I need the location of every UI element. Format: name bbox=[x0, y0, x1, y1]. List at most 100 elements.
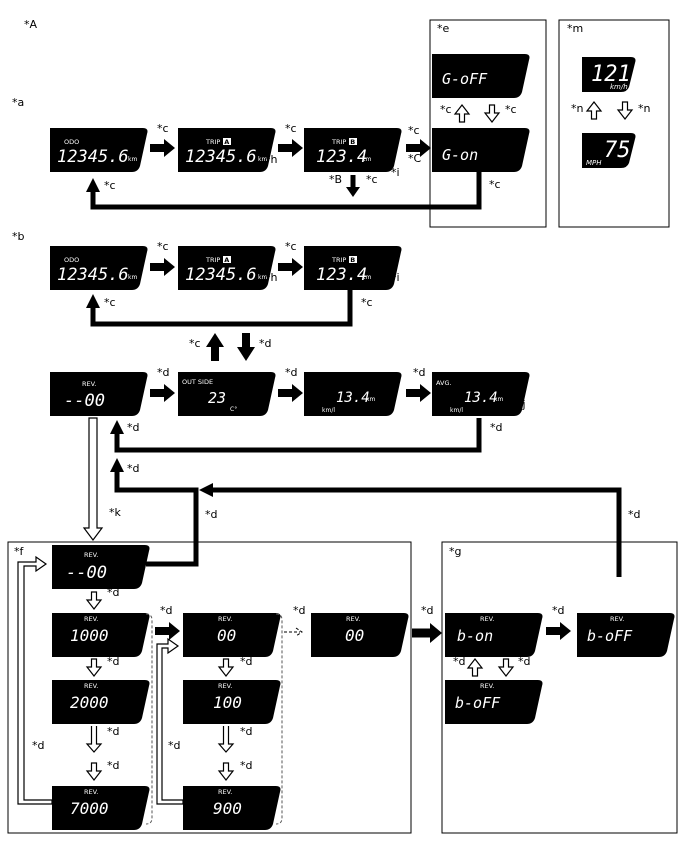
label-b: *b bbox=[12, 230, 25, 243]
loop-f-return-head bbox=[110, 458, 124, 472]
label-n: *n bbox=[571, 102, 584, 115]
label-c: *c bbox=[489, 178, 501, 191]
svg-text:7000: 7000 bbox=[70, 799, 109, 818]
svg-text:2000: 2000 bbox=[70, 693, 109, 712]
label-A: *A bbox=[24, 18, 38, 31]
label-l: *l bbox=[130, 638, 139, 651]
svg-text:REV.: REV. bbox=[346, 615, 360, 623]
label-l: *l bbox=[526, 705, 535, 718]
svg-text:G-on: G-on bbox=[442, 146, 478, 164]
svg-text:121: 121 bbox=[591, 62, 631, 87]
svg-text:1000: 1000 bbox=[70, 626, 109, 645]
loop-a bbox=[90, 170, 482, 210]
svg-text:b-oFF: b-oFF bbox=[587, 627, 633, 645]
label-d: *d bbox=[628, 508, 640, 521]
svg-text:km/l: km/l bbox=[322, 407, 335, 414]
svg-text:km: km bbox=[494, 396, 503, 403]
svg-text:REV.: REV. bbox=[82, 380, 96, 388]
svg-text:ODO: ODO bbox=[64, 256, 79, 264]
svg-text:km: km bbox=[258, 156, 267, 163]
arrow-f1 bbox=[86, 591, 102, 610]
arrow-b2 bbox=[278, 258, 303, 276]
lcd-f-00-final: REV. 00 bbox=[311, 613, 409, 657]
svg-text:12345.6: 12345.6 bbox=[185, 265, 257, 285]
svg-text:REV.: REV. bbox=[218, 788, 232, 796]
arrow-f-dashed bbox=[284, 627, 303, 637]
loop-a-head bbox=[86, 178, 100, 192]
label-c: *c bbox=[361, 296, 373, 309]
label-i: *i bbox=[391, 271, 400, 284]
arrow-g1 bbox=[546, 622, 571, 640]
label-d: *d bbox=[285, 366, 297, 379]
svg-text:ODO: ODO bbox=[64, 138, 79, 146]
loop-b-head bbox=[86, 294, 100, 308]
svg-text:REV.: REV. bbox=[610, 615, 624, 623]
arrow-m-up bbox=[586, 101, 602, 120]
lcd-speed-mph: 75 MPH bbox=[582, 133, 636, 168]
svg-text:REV.: REV. bbox=[218, 615, 232, 623]
arrow-f3-dotted bbox=[85, 726, 103, 753]
lcd-g-b-off-main: REV. b-oFF bbox=[577, 613, 675, 657]
label-d: *d bbox=[259, 337, 271, 350]
label-d: *d bbox=[240, 759, 252, 772]
label-l: *l bbox=[262, 812, 271, 825]
arrow-rev-to-f bbox=[82, 417, 104, 541]
loop-f-return bbox=[114, 472, 199, 567]
label-g: *g bbox=[449, 545, 461, 558]
label-c: *c bbox=[189, 337, 201, 350]
label-l: *l bbox=[130, 812, 139, 825]
frame-e bbox=[429, 19, 547, 228]
label-c: *c bbox=[157, 122, 169, 135]
arrow-b-up bbox=[206, 333, 224, 361]
lcd-f-2000: REV. 2000 bbox=[52, 680, 150, 724]
lcd-avg-economy: AVG. 13.4 km km/l bbox=[432, 372, 530, 416]
arrow-f6-dotted bbox=[217, 726, 235, 753]
svg-text:REV.: REV. bbox=[218, 682, 232, 690]
svg-text:A: A bbox=[224, 256, 229, 264]
lcd-speed-kmh: 121 km/h bbox=[582, 57, 636, 92]
label-d: *d bbox=[453, 655, 465, 668]
arrow-g-up bbox=[467, 658, 483, 677]
label-a: *a bbox=[12, 96, 24, 109]
label-j: *j bbox=[517, 398, 526, 411]
label-l: *l bbox=[262, 705, 271, 718]
lcd-g-off: G-oFF bbox=[432, 54, 530, 98]
label-c: *c bbox=[408, 124, 420, 137]
label-e: *e bbox=[437, 22, 450, 35]
arrow-g-down bbox=[498, 658, 514, 677]
svg-text:G-oFF: G-oFF bbox=[442, 70, 488, 88]
lcd-f-900: REV. 900 bbox=[183, 786, 281, 830]
label-h: *h bbox=[265, 271, 278, 284]
svg-text:C°: C° bbox=[230, 406, 237, 413]
frame-f bbox=[7, 541, 412, 834]
arrow-f4 bbox=[86, 762, 102, 781]
label-d: *d bbox=[107, 725, 119, 738]
lcd-g-b-on: REV. b-on bbox=[445, 613, 543, 657]
label-d: *d bbox=[421, 604, 433, 617]
label-n: *n bbox=[638, 102, 651, 115]
svg-text:23: 23 bbox=[208, 389, 226, 407]
svg-text:REV.: REV. bbox=[84, 551, 98, 559]
svg-text:00: 00 bbox=[217, 626, 236, 645]
bracket-f-mid bbox=[275, 613, 283, 825]
label-m: *m bbox=[567, 22, 583, 35]
arrow-f2 bbox=[86, 658, 102, 677]
lcd-rev: REV. --00 bbox=[50, 372, 148, 416]
svg-text:123.4: 123.4 bbox=[316, 265, 367, 285]
svg-text:B: B bbox=[350, 138, 355, 146]
label-c: *c bbox=[366, 173, 378, 186]
svg-text:AVG.: AVG. bbox=[436, 379, 452, 387]
svg-text:13.4: 13.4 bbox=[336, 390, 370, 406]
svg-text:12345.6: 12345.6 bbox=[57, 265, 129, 285]
label-h: *h bbox=[265, 153, 278, 166]
label-c: *c bbox=[505, 103, 517, 116]
label-d: *d bbox=[293, 604, 305, 617]
label-c: *c bbox=[104, 296, 116, 309]
svg-text:km: km bbox=[366, 396, 375, 403]
lcd-trip-a-a: TRIP A 12345.6 km bbox=[178, 128, 276, 172]
lcd-fuel-economy: 13.4 km km/l bbox=[304, 372, 402, 416]
label-l: *l bbox=[130, 705, 139, 718]
label-l: *l bbox=[130, 571, 139, 584]
svg-text:A: A bbox=[224, 138, 229, 146]
